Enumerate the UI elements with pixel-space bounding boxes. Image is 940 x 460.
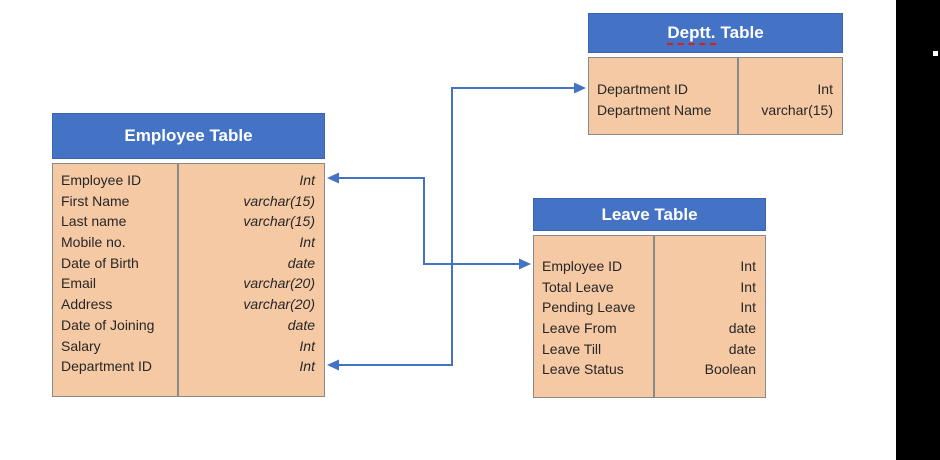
field-type: varchar(15) bbox=[243, 192, 315, 209]
field-type: varchar(15) bbox=[761, 101, 833, 118]
table-row: Department ID Int bbox=[589, 79, 842, 100]
field-name: Leave Till bbox=[542, 340, 602, 357]
white-dash-mark bbox=[933, 51, 938, 56]
table-row: Date of Birth date bbox=[53, 253, 324, 274]
field-type: Int bbox=[740, 299, 756, 316]
column-divider bbox=[653, 236, 655, 397]
field-type: Boolean bbox=[704, 361, 756, 378]
table-row: Mobile no. Int bbox=[53, 232, 324, 253]
field-type: Int bbox=[299, 358, 315, 375]
field-type: Int bbox=[817, 81, 833, 97]
misspelled-word: Deptt. bbox=[667, 23, 716, 45]
connector-employee-leave bbox=[327, 172, 531, 270]
table-row: Leave From date bbox=[534, 318, 765, 339]
field-name: Employee ID bbox=[542, 258, 623, 274]
table-row: Employee ID Int bbox=[53, 170, 324, 191]
leave-table-title: Leave Table bbox=[601, 204, 698, 224]
field-name: Leave Status bbox=[542, 361, 624, 378]
field-name: Email bbox=[61, 275, 97, 292]
employee-table-title: Employee Table bbox=[124, 126, 253, 145]
table-row: Address varchar(20) bbox=[53, 294, 324, 315]
table-row: Department ID Int bbox=[53, 356, 324, 377]
table-row: First Name varchar(15) bbox=[53, 191, 324, 212]
department-table-title: Deptt.Table bbox=[667, 23, 764, 45]
field-name: Date of Birth bbox=[61, 254, 139, 271]
field-name: Employee ID bbox=[61, 172, 142, 188]
field-name: Address bbox=[61, 296, 113, 313]
table-row: Total Leave Int bbox=[534, 277, 765, 298]
field-type: Int bbox=[299, 337, 315, 354]
table-row: Employee ID Int bbox=[534, 256, 765, 277]
field-name: Leave From bbox=[542, 320, 617, 337]
table-row: Last name varchar(15) bbox=[53, 211, 324, 232]
table-row: Email varchar(20) bbox=[53, 273, 324, 294]
field-type: varchar(20) bbox=[243, 296, 315, 313]
table-row: Salary Int bbox=[53, 336, 324, 357]
field-type: varchar(20) bbox=[243, 275, 315, 292]
field-name: Date of Joining bbox=[61, 316, 155, 333]
leave-table-body: Employee ID Int Total Leave Int Pending … bbox=[533, 235, 766, 398]
field-type: date bbox=[728, 340, 756, 357]
field-type: Int bbox=[299, 234, 315, 251]
arrowhead-left-icon bbox=[327, 359, 339, 371]
arrowhead-right-icon bbox=[519, 258, 531, 270]
arrowhead-left-icon bbox=[327, 172, 339, 184]
field-type: date bbox=[287, 316, 315, 333]
field-type: Int bbox=[740, 278, 756, 295]
field-name: Salary bbox=[61, 337, 101, 354]
table-row: Leave Till date bbox=[534, 339, 765, 360]
table-row: Leave Status Boolean bbox=[534, 359, 765, 380]
field-name: Pending Leave bbox=[542, 299, 636, 316]
field-name: Last name bbox=[61, 213, 127, 230]
field-name: First Name bbox=[61, 192, 130, 209]
table-row: Department Name varchar(15) bbox=[589, 100, 842, 121]
column-divider bbox=[177, 164, 179, 396]
field-name: Total Leave bbox=[542, 278, 614, 295]
field-type: Int bbox=[740, 258, 756, 274]
field-name: Department ID bbox=[61, 358, 153, 375]
screen-edge-black-strip bbox=[896, 0, 940, 460]
field-name: Mobile no. bbox=[61, 234, 126, 251]
leave-table-header: Leave Table bbox=[533, 198, 766, 231]
table-row: Date of Joining date bbox=[53, 315, 324, 336]
employee-table-body: Employee ID Int First Name varchar(15) L… bbox=[52, 163, 325, 397]
arrowhead-right-icon bbox=[574, 82, 586, 94]
field-name: Department Name bbox=[597, 101, 712, 118]
department-table-body: Department ID Int Department Name varcha… bbox=[588, 57, 843, 135]
field-type: Int bbox=[299, 172, 315, 188]
field-name: Department ID bbox=[597, 81, 689, 97]
connector-employee-department bbox=[327, 82, 586, 371]
table-row: Pending Leave Int bbox=[534, 297, 765, 318]
column-divider bbox=[737, 58, 739, 134]
employee-table-header: Employee Table bbox=[52, 113, 325, 159]
field-type: varchar(15) bbox=[243, 213, 315, 230]
department-table-header: Deptt.Table bbox=[588, 13, 843, 53]
field-type: date bbox=[287, 254, 315, 271]
field-type: date bbox=[728, 320, 756, 337]
